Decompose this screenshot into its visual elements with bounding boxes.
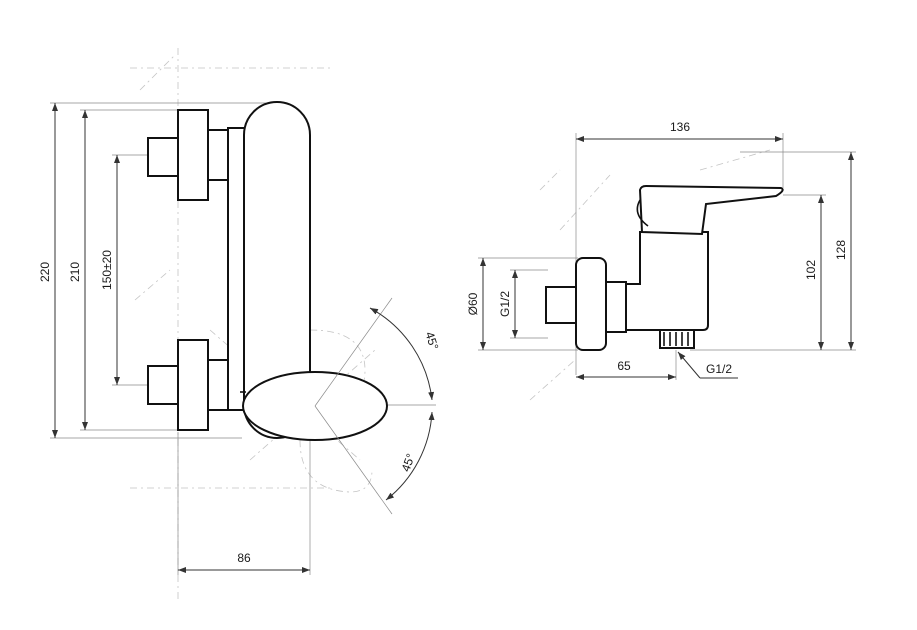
dim-102: 102 (804, 195, 824, 350)
leader-g12-outlet: G1/2 (677, 351, 738, 379)
front-product-outline (147, 101, 388, 441)
front-handle-body (243, 101, 311, 439)
side-extension-lines (478, 133, 856, 380)
dim-136-label: 136 (670, 120, 690, 134)
front-bottom-nut (207, 359, 229, 411)
side-product-outline (545, 184, 784, 351)
front-view: 220 210 150±20 86 45° 45° (38, 48, 441, 600)
front-top-inlet-pipe (147, 137, 179, 177)
dim-102-label: 102 (804, 260, 818, 280)
dim-150: 150±20 (100, 155, 120, 385)
front-extension-lines (50, 102, 436, 575)
dim-g12-inlet: G1/2 (498, 270, 518, 338)
dim-d60-label: Ø60 (466, 292, 480, 315)
dim-86-label: 86 (237, 551, 251, 565)
side-outlet-connector (659, 329, 695, 349)
dim-220-label: 220 (38, 262, 52, 282)
front-bottom-flange (177, 339, 209, 431)
dim-g12-inlet-label: G1/2 (498, 291, 512, 317)
dim-210: 210 (68, 110, 88, 430)
side-lever (638, 184, 784, 236)
side-body (625, 231, 709, 331)
angle-45-up: 45° (314, 297, 441, 407)
dim-220: 220 (38, 103, 58, 438)
dim-65-label: 65 (617, 359, 631, 373)
angle-45-down-label: 45° (399, 452, 418, 474)
dim-128: 128 (834, 152, 854, 350)
front-top-flange (177, 109, 209, 201)
side-wall-flange (575, 257, 607, 351)
angle-45-down: 45° (314, 405, 435, 515)
front-bottom-inlet-pipe (147, 365, 179, 405)
side-inlet-pipe (545, 286, 577, 324)
dim-86: 86 (178, 551, 310, 573)
dim-d60: Ø60 (466, 258, 486, 350)
dim-150-label: 150±20 (100, 250, 114, 290)
side-view: 136 128 102 Ø60 G1/2 65 (466, 120, 856, 401)
dim-128-label: 128 (834, 240, 848, 260)
dim-g12-outlet-label: G1/2 (706, 362, 732, 376)
side-ghost-lines (529, 149, 771, 401)
front-top-nut (207, 129, 229, 181)
dim-65: 65 (576, 359, 676, 380)
side-nut (605, 281, 627, 333)
dim-136: 136 (576, 120, 783, 142)
dim-210-label: 210 (68, 262, 82, 282)
angle-45-up-label: 45° (422, 330, 441, 352)
